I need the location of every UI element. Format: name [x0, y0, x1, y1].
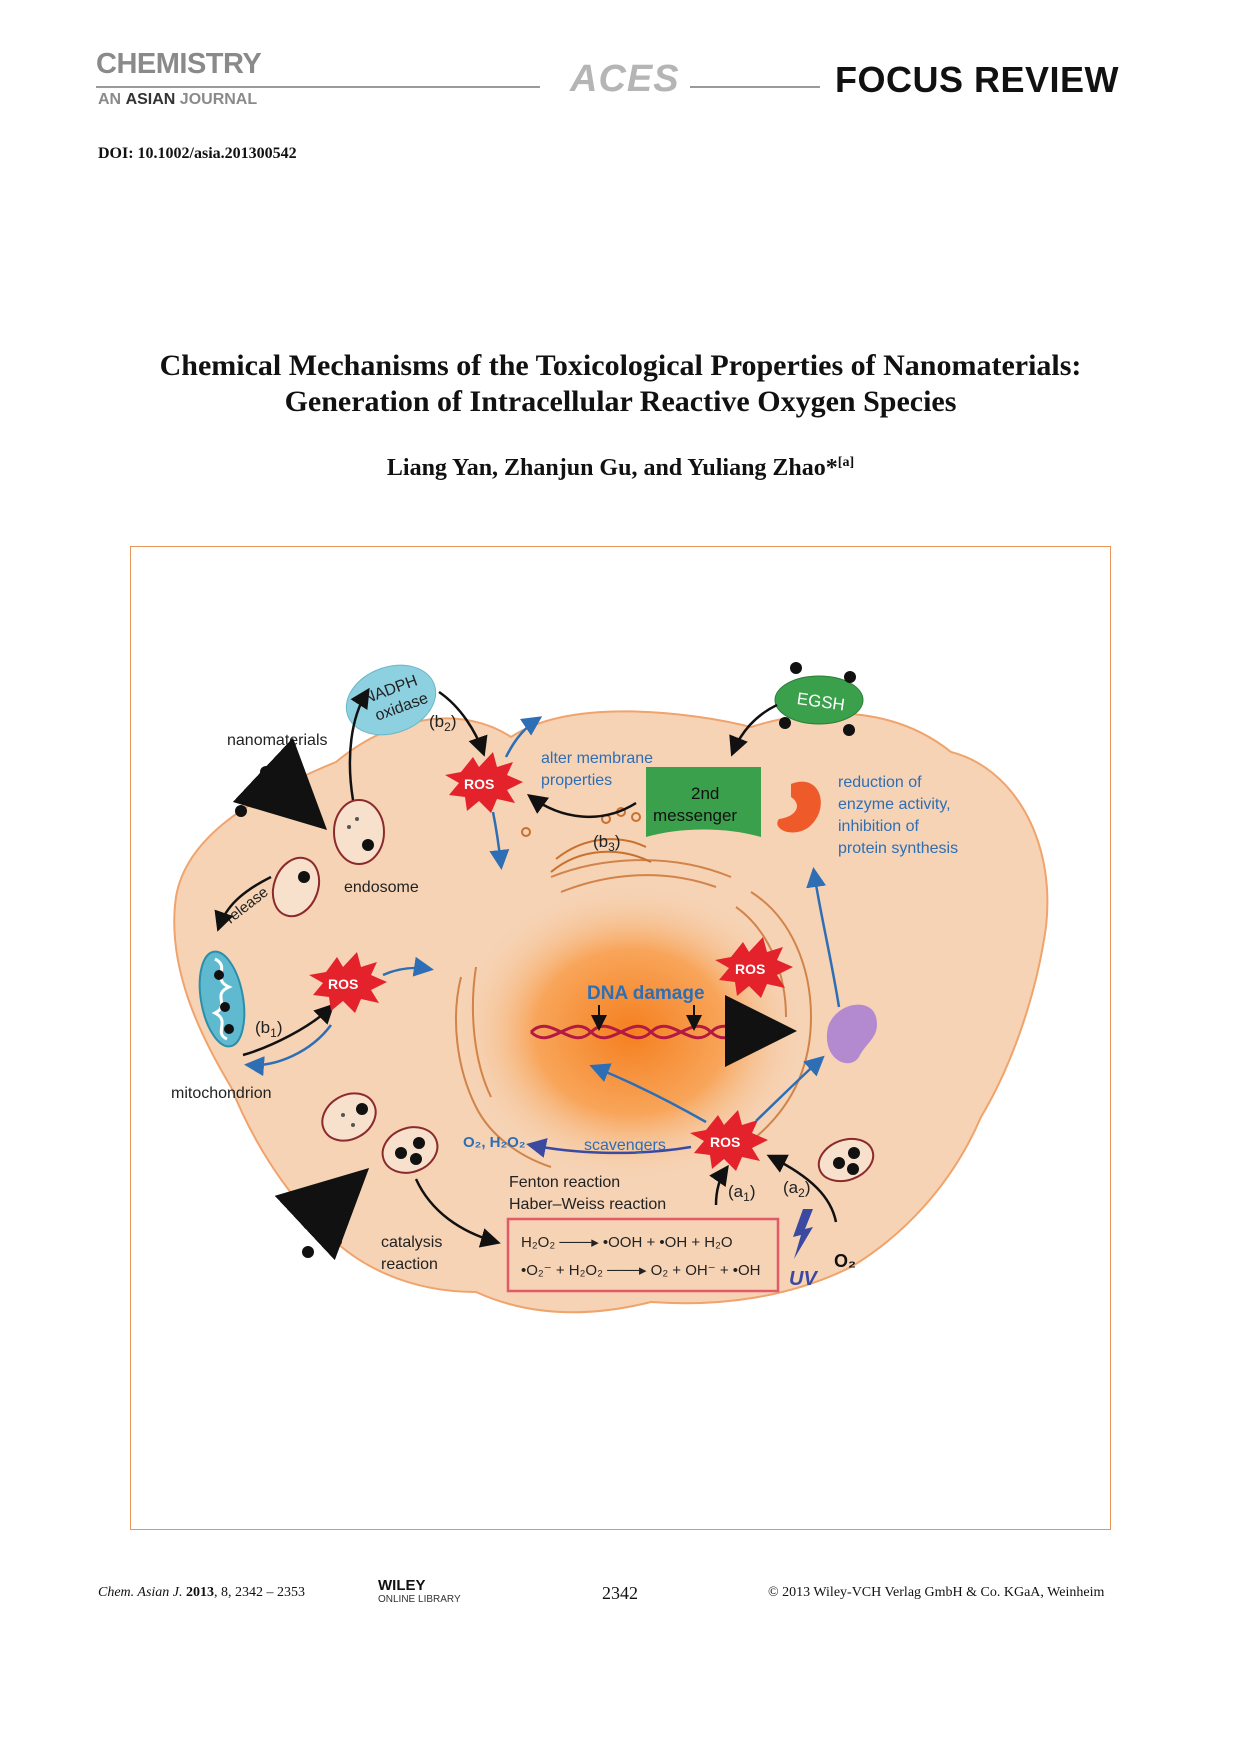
article-title: Chemical Mechanisms of the Toxicological… — [60, 348, 1181, 420]
a1-label: (a1) — [728, 1182, 755, 1204]
nanoparticles-bottom — [285, 1198, 342, 1258]
scavengers-label: scavengers — [584, 1137, 666, 1154]
ros-burst-top: ROS — [445, 752, 523, 813]
mitochondrion-label: mitochondrion — [171, 1085, 272, 1102]
alter-membrane-label-2: properties — [541, 772, 612, 789]
uptake-arrow-bottom — [274, 1167, 370, 1261]
reaction-equation-box — [506, 1217, 780, 1293]
figure-canvas: DNA damage nanomaterials NADPH oxidase e… — [171, 662, 1049, 1314]
ros-burst-right: ROS — [715, 937, 793, 998]
block-x-label: X — [744, 1017, 763, 1048]
reduction-label-2: enzyme activity, — [838, 796, 951, 813]
copyright: © 2013 Wiley-VCH Verlag GmbH & Co. KGaA,… — [768, 1585, 1105, 1600]
vesicle-lower-2 — [381, 1126, 439, 1174]
o2-h2o2-label: O₂, H₂O₂ — [463, 1134, 526, 1151]
endosome-upper — [333, 799, 385, 865]
vesicle-right — [817, 1137, 875, 1183]
protein-shape — [826, 1004, 878, 1064]
nadph-oxidase — [345, 664, 437, 736]
citation: Chem. Asian J. 2013, 8, 2342 – 2353 — [98, 1585, 306, 1600]
messenger-label-2: messenger — [653, 806, 737, 825]
reduction-label-4: protein synthesis — [838, 840, 958, 857]
b3-label: (b3) — [593, 832, 620, 854]
svg-text:ROS: ROS — [735, 961, 765, 977]
uv-bolt-icon — [793, 1209, 813, 1259]
author-list: Liang Yan, Zhanjun Gu, and Yuliang Zhao*… — [386, 455, 855, 481]
equation-2: •O₂⁻ + H₂O₂ ───▸ O₂ + OH⁻ + •OH — [521, 1262, 761, 1279]
ros-burst-bottom: ROS — [690, 1110, 768, 1171]
fenton-label: Fenton reaction — [509, 1174, 620, 1191]
ros-burst-left: ROS — [309, 952, 387, 1013]
catalysis-label-1: catalysis — [381, 1234, 442, 1251]
aces-logo: ACES — [570, 58, 680, 100]
endoplasmic-reticulum — [455, 859, 813, 1168]
wiley-logo-text: WILEY — [378, 1577, 426, 1594]
b1-label: (b1) — [255, 1018, 282, 1040]
alter-membrane-label-1: alter membrane — [541, 750, 653, 767]
uptake-arrow-top — [232, 737, 328, 831]
endosome-label: endosome — [344, 879, 419, 896]
title-line-1: Chemical Mechanisms of the Toxicological… — [159, 349, 1082, 382]
dna-damage-label: DNA damage — [587, 983, 705, 1004]
second-messenger — [646, 767, 761, 837]
o2-label: O₂ — [834, 1251, 856, 1271]
header-rule-right — [690, 86, 820, 88]
section-label: FOCUS REVIEW — [835, 59, 1120, 100]
wiley-online-library-logo[interactable]: WILEY ONLINE LIBRARY — [378, 1578, 461, 1605]
reduction-label-3: inhibition of — [838, 818, 920, 835]
reduction-label-1: reduction of — [838, 774, 922, 791]
catalysis-label-2: reaction — [381, 1256, 438, 1273]
haber-weiss-label: Haber–Weiss reaction — [509, 1196, 666, 1213]
egsh-particles — [779, 662, 856, 736]
wiley-logo-subtext: ONLINE LIBRARY — [378, 1594, 461, 1605]
page-number: 2342 — [602, 1583, 638, 1603]
egsh — [774, 675, 864, 725]
messenger-label-1: 2nd — [691, 784, 719, 803]
svg-text:ROS: ROS — [710, 1134, 740, 1150]
b2-label: (b2) — [429, 712, 456, 734]
graphical-abstract-figure: DNA damage nanomaterials NADPH oxidase e… — [130, 546, 1111, 1530]
doi[interactable]: DOI: 10.1002/asia.201300542 — [98, 145, 297, 162]
nanomaterials-label: nanomaterials — [227, 732, 328, 749]
journal-name: CHEMISTRY — [96, 48, 262, 80]
nucleus — [456, 882, 806, 1182]
svg-text:ROS: ROS — [464, 776, 494, 792]
svg-text:ROS: ROS — [328, 976, 358, 992]
journal-subtitle: AN ASIAN JOURNAL — [98, 91, 258, 108]
enzyme-shape — [777, 781, 821, 833]
header-rule-left — [96, 86, 540, 88]
title-line-2: Generation of Intracellular Reactive Oxy… — [284, 385, 957, 418]
uv-label: UV — [789, 1268, 818, 1290]
equation-1: H₂O₂ ───▸ •OOH + •OH + H₂O — [521, 1234, 733, 1251]
a2-label: (a2) — [783, 1178, 810, 1200]
